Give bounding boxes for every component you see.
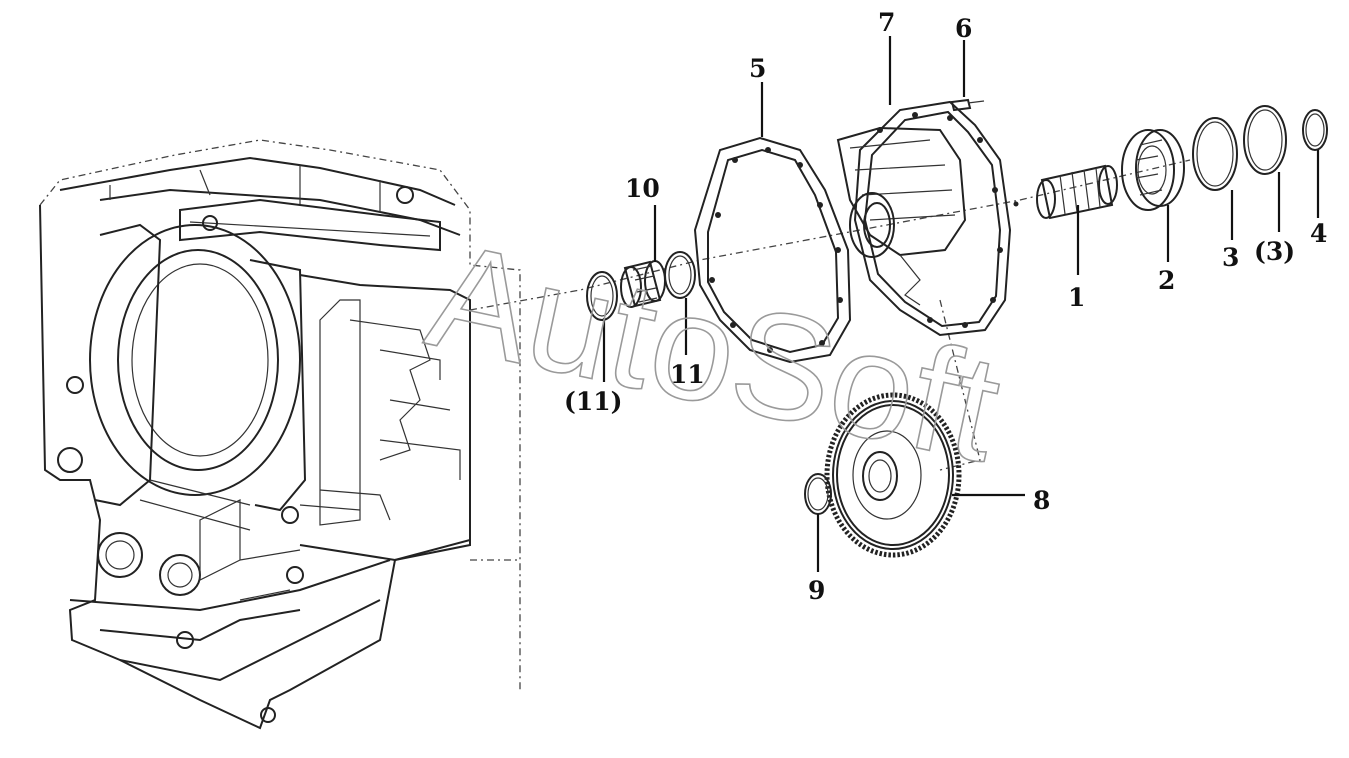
callout-5: 5	[749, 54, 766, 83]
callout-11b: (11)	[564, 387, 622, 416]
shaft-1	[1013, 164, 1118, 220]
callout-9: 9	[808, 576, 825, 605]
transmission-housing	[39, 139, 521, 730]
ring-3	[1192, 117, 1238, 191]
callout-7: 7	[878, 8, 895, 37]
callout-2: 2	[1158, 266, 1175, 295]
callout-10: 10	[625, 174, 660, 203]
callout-1: 1	[1068, 283, 1085, 312]
axis-centerline	[469, 159, 1191, 311]
bearing-2	[1121, 129, 1185, 211]
cover-7	[836, 100, 1012, 337]
callout-8: 8	[1033, 486, 1050, 515]
bushing-10	[620, 260, 666, 308]
snap-ring-11b	[586, 271, 618, 321]
ring-3b	[1243, 105, 1287, 175]
snap-ring-4	[1302, 109, 1328, 151]
leader-lines	[602, 36, 1320, 572]
callout-11: 11	[670, 360, 705, 389]
callout-3: 3	[1222, 243, 1239, 272]
gasket-5	[693, 136, 852, 364]
snap-ring-9	[804, 473, 832, 515]
callout-labels: 1 2 3 (3) 4 5 6 7 8 9 10 11 (11)	[564, 8, 1327, 605]
callout-4: 4	[1310, 219, 1327, 248]
callout-3b: (3)	[1254, 237, 1295, 266]
callout-6: 6	[955, 14, 972, 43]
gear-8	[824, 392, 962, 558]
bolt-6	[950, 98, 985, 112]
